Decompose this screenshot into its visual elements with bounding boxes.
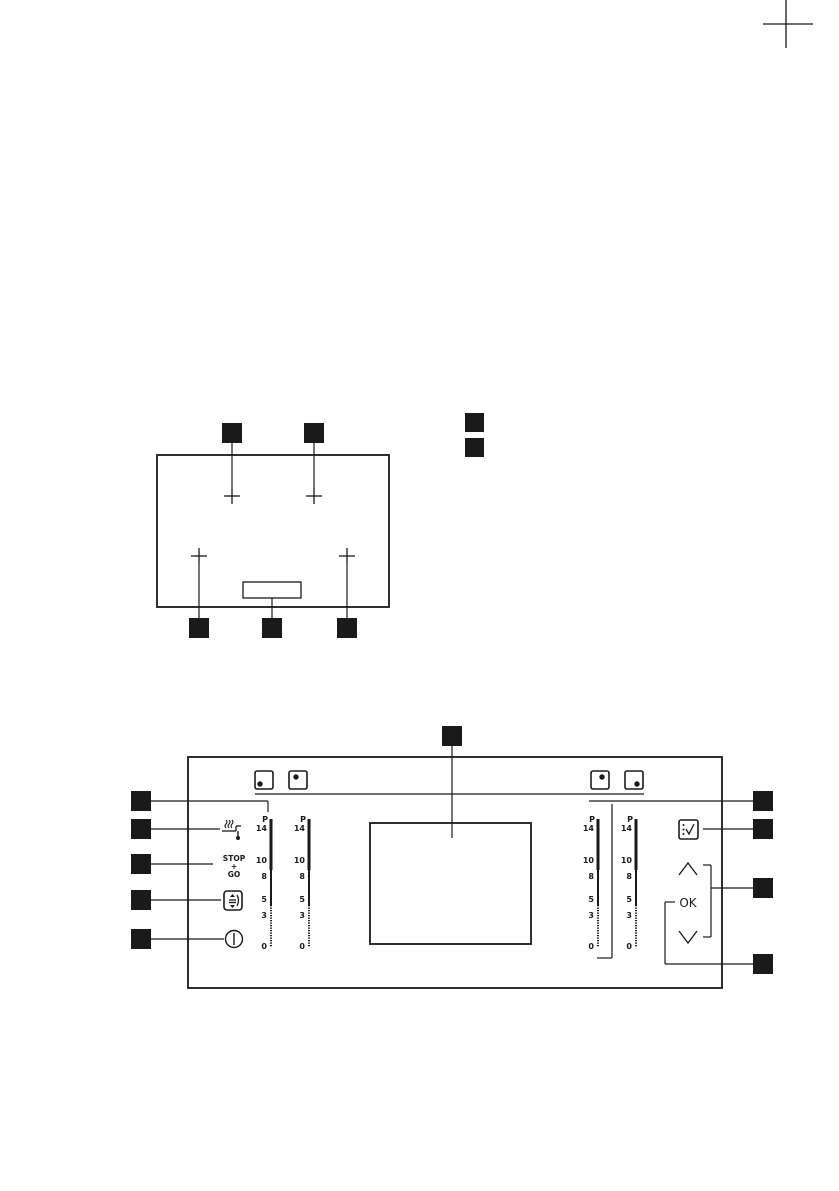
stop-go-label-line3: GO bbox=[228, 870, 241, 879]
power-icon bbox=[224, 929, 244, 949]
callout-marker bbox=[189, 618, 209, 638]
chevron-down-icon bbox=[678, 930, 698, 945]
cooking-zone-indicator-icon bbox=[288, 770, 308, 790]
slider-mark-label: 0 bbox=[626, 942, 632, 951]
slider-mark-label: 10 bbox=[621, 856, 633, 865]
slider-mark-label: 5 bbox=[626, 895, 632, 904]
display-screen bbox=[369, 822, 532, 945]
power-slider[interactable]: P14 10 8 5 3 0 bbox=[256, 815, 273, 951]
control-panel-marker bbox=[242, 581, 302, 599]
stop-go-label-line1: STOP bbox=[223, 854, 246, 863]
callout-marker bbox=[262, 618, 282, 638]
cooking-zone-indicator-icon bbox=[254, 770, 274, 790]
power-slider[interactable]: P14 10 8 5 3 0 bbox=[583, 815, 600, 951]
callout-marker bbox=[131, 854, 151, 874]
slider-mark-label: 14 bbox=[621, 824, 633, 833]
hob2hood-icon bbox=[223, 890, 243, 911]
hob-outline bbox=[156, 454, 390, 608]
legend bbox=[465, 413, 484, 457]
slider-mark-label: 3 bbox=[626, 911, 632, 920]
arrow-down-button[interactable] bbox=[678, 930, 698, 945]
slider-mark-label: 5 bbox=[261, 895, 267, 904]
callout-marker bbox=[131, 819, 151, 839]
slider-mark-label: 3 bbox=[261, 911, 267, 920]
cooking-zone-marker bbox=[339, 548, 355, 564]
callout-marker bbox=[131, 791, 151, 811]
slider-mark-label: 8 bbox=[588, 872, 594, 881]
callout-marker bbox=[337, 618, 357, 638]
ok-button[interactable]: OK bbox=[679, 896, 697, 910]
slider-label-p: P bbox=[262, 815, 268, 824]
cooking-zone-indicator-icon bbox=[590, 770, 610, 790]
slider-mark-label: 10 bbox=[583, 856, 595, 865]
hob-layout bbox=[156, 423, 390, 638]
cooking-zone-marker bbox=[191, 548, 207, 564]
slider-mark-label: 10 bbox=[256, 856, 268, 865]
hob2hood-button[interactable] bbox=[223, 890, 243, 911]
slider-mark-label: 10 bbox=[294, 856, 306, 865]
corner-mark-icon bbox=[763, 0, 813, 48]
slider-mark-label: 14 bbox=[583, 824, 595, 833]
ok-label: OK bbox=[679, 896, 697, 910]
slider-mark-label: 5 bbox=[588, 895, 594, 904]
menu-button[interactable] bbox=[678, 819, 699, 840]
callout-marker bbox=[753, 791, 773, 811]
slider-label-p: P bbox=[300, 815, 306, 824]
callout-marker bbox=[222, 423, 242, 443]
keep-warm-icon bbox=[222, 819, 241, 840]
control-panel-outline bbox=[187, 756, 723, 989]
keep-warm-button[interactable] bbox=[222, 819, 241, 840]
slider-mark-label: 0 bbox=[299, 942, 305, 951]
cooking-zone-marker bbox=[306, 488, 322, 504]
slider-mark-label: 14 bbox=[256, 824, 268, 833]
slider-mark-label: 3 bbox=[588, 911, 594, 920]
callout-marker bbox=[753, 878, 773, 898]
legend-marker bbox=[465, 438, 484, 457]
power-slider[interactable]: P14 10 8 5 3 0 bbox=[294, 815, 311, 951]
slider-mark-label: 8 bbox=[626, 872, 632, 881]
slider-mark-label: 14 bbox=[294, 824, 306, 833]
menu-icon bbox=[678, 819, 699, 840]
arrow-up-button[interactable] bbox=[678, 861, 698, 876]
callout-marker bbox=[753, 954, 773, 974]
slider-mark-label: 0 bbox=[261, 942, 267, 951]
cooking-zone-indicator-icon bbox=[624, 770, 644, 790]
power-slider[interactable]: P14 10 8 5 3 0 bbox=[621, 815, 638, 951]
cooking-zone-marker bbox=[224, 488, 240, 504]
slider-label-p: P bbox=[589, 815, 595, 824]
stop-go-button[interactable]: STOP + GO bbox=[223, 854, 246, 879]
callout-marker bbox=[131, 929, 151, 949]
slider-mark-label: 5 bbox=[299, 895, 305, 904]
chevron-up-icon bbox=[678, 861, 698, 876]
slider-mark-label: 8 bbox=[261, 872, 267, 881]
callout-marker bbox=[131, 890, 151, 910]
slider-mark-label: 3 bbox=[299, 911, 305, 920]
callout-marker bbox=[442, 726, 462, 746]
callout-marker bbox=[304, 423, 324, 443]
slider-mark-label: 8 bbox=[299, 872, 305, 881]
slider-mark-label: 0 bbox=[588, 942, 594, 951]
legend-marker bbox=[465, 413, 484, 432]
slider-label-p: P bbox=[627, 815, 633, 824]
power-button[interactable] bbox=[224, 929, 244, 949]
callout-marker bbox=[753, 819, 773, 839]
stop-go-label-line2: + bbox=[231, 862, 237, 871]
